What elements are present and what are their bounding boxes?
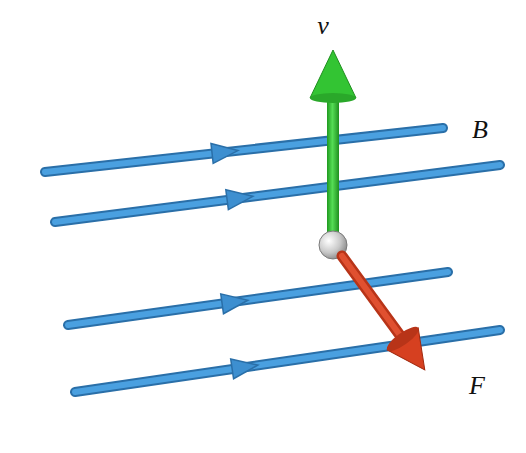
velocity-arrow (310, 50, 356, 240)
field-lines (45, 128, 500, 392)
force-arrow (342, 256, 440, 381)
field-line (75, 330, 500, 392)
vector-label: v (317, 13, 329, 39)
vector-label: B (472, 117, 488, 143)
field-line (55, 165, 500, 222)
field-line (45, 128, 443, 172)
vector-label: F (469, 373, 485, 399)
